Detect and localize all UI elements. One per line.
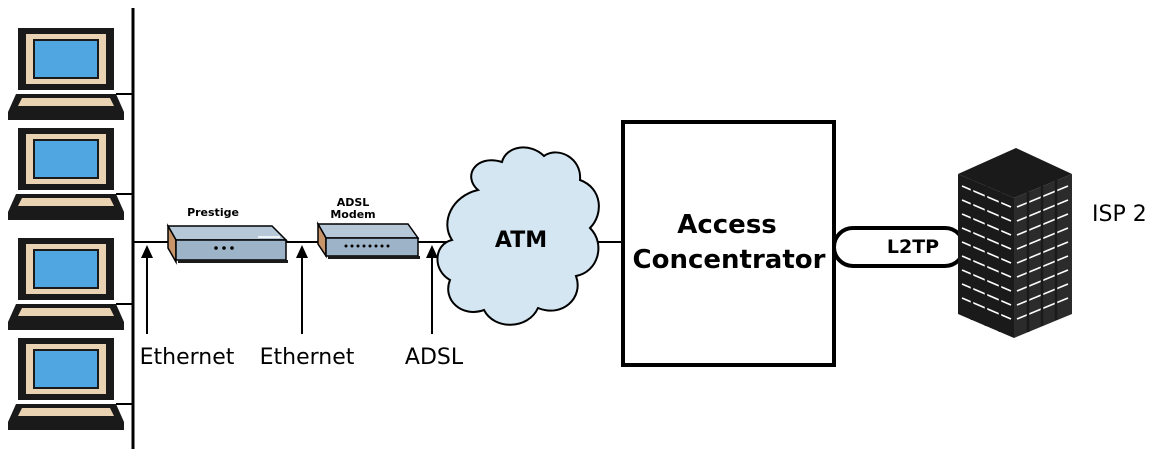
isp-building-icon [958, 148, 1072, 338]
atm-label: ATM [495, 228, 547, 253]
atm-cloud [436, 146, 600, 326]
ethernet-lan-label: Ethernet [140, 345, 235, 370]
prestige-label: Prestige [187, 206, 239, 219]
concentrator-label-line2: Concentrator [633, 245, 826, 275]
modem-label-line1: ADSL [337, 196, 370, 209]
prestige-router [166, 223, 288, 265]
isp-label: ISP 2 [1092, 202, 1147, 227]
arrow-adsl [426, 245, 438, 334]
adsl-modem [316, 221, 420, 259]
adsl-label: ADSL [405, 345, 464, 370]
l2tp-label: L2TP [887, 236, 939, 258]
arrow-ethernet-lan [141, 245, 153, 334]
modem-label-line2: Modem [330, 208, 375, 221]
arrow-ethernet-router [296, 245, 308, 334]
ethernet-router-label: Ethernet [260, 345, 355, 370]
computer-2 [8, 128, 133, 220]
computer-1 [8, 28, 133, 120]
access-concentrator-box [621, 120, 836, 367]
concentrator-label-line1: Access [677, 210, 777, 240]
computer-3 [8, 238, 133, 330]
computer-4 [8, 338, 133, 430]
